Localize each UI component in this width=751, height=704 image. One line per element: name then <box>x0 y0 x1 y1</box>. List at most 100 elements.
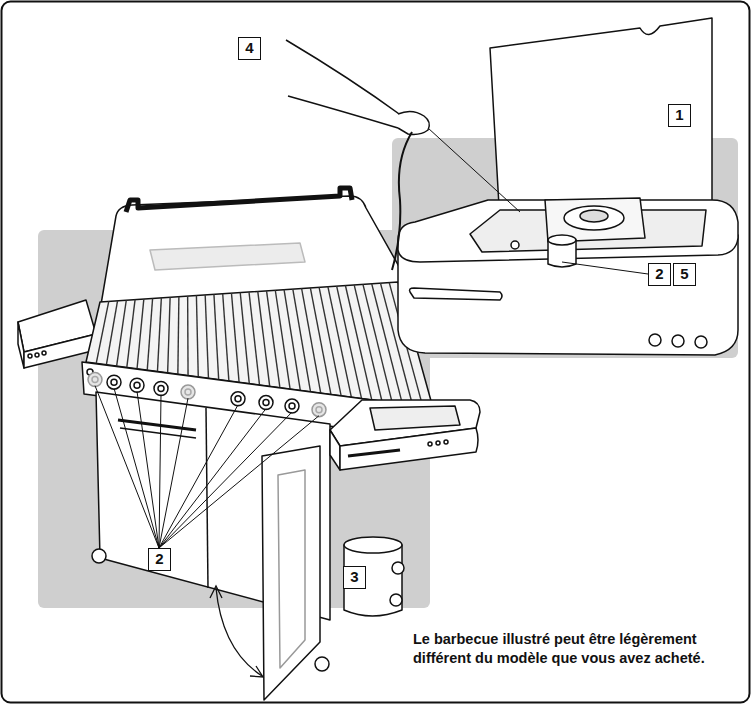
control-knob <box>263 400 269 406</box>
grill <box>315 657 329 671</box>
leader-line <box>159 412 292 548</box>
grate-bar <box>214 294 219 379</box>
leader-line <box>114 388 159 548</box>
grill <box>344 537 402 553</box>
grill <box>126 188 352 212</box>
grate-bar <box>96 301 109 363</box>
side-burner <box>564 206 624 230</box>
grate-bar <box>223 294 229 381</box>
side-burner <box>490 18 712 224</box>
leader-line <box>95 60 680 548</box>
grill <box>340 428 478 470</box>
door-swing-arrow <box>210 586 222 598</box>
leader-line <box>159 409 266 548</box>
leader-line <box>159 416 319 548</box>
grill <box>88 373 326 417</box>
callout-number: 1 <box>668 104 691 127</box>
control-knob <box>231 392 245 406</box>
control-knob <box>316 407 322 413</box>
grill <box>390 594 402 606</box>
door-swing-arrow <box>250 666 263 677</box>
grill <box>120 428 196 438</box>
grill <box>28 354 32 358</box>
grill <box>330 430 340 470</box>
side-burner <box>511 241 519 249</box>
grill <box>278 470 305 668</box>
control-knob <box>259 396 273 410</box>
grill <box>262 446 320 700</box>
control-knob <box>111 379 117 385</box>
grill <box>150 243 305 270</box>
side-burner <box>649 334 661 346</box>
callout-number: 4 <box>238 37 261 60</box>
callout-number: 5 <box>673 263 696 286</box>
door-swing-arrow <box>210 586 263 677</box>
door-swing-arrow <box>216 588 262 676</box>
leader-line <box>137 391 159 548</box>
control-knob <box>289 403 295 409</box>
callout-number: 2 <box>148 548 171 571</box>
grate-bar <box>117 300 127 366</box>
grill <box>428 442 432 446</box>
leader-line <box>159 405 238 548</box>
grill <box>392 562 404 574</box>
control-knob <box>185 389 191 395</box>
control-knob <box>154 381 168 395</box>
grate-bar <box>106 301 117 365</box>
control-knob <box>158 385 164 391</box>
grill <box>436 441 440 445</box>
grate-bar <box>284 290 300 391</box>
side-burner <box>398 18 738 355</box>
grate-bar <box>178 297 179 374</box>
grate-bar <box>363 284 392 402</box>
side-burner <box>410 288 503 300</box>
leader-line <box>250 60 300 80</box>
grate-bar <box>205 295 208 378</box>
grate-bar <box>249 292 260 385</box>
leader-line <box>95 386 159 548</box>
side-burner <box>548 235 576 245</box>
callout-number: 3 <box>343 566 366 589</box>
grate-bar <box>293 289 311 392</box>
grill <box>370 406 460 430</box>
leader-line <box>159 394 161 548</box>
grill <box>118 420 196 430</box>
grate-bar <box>147 298 152 370</box>
grate-bar <box>240 293 249 384</box>
leader-line <box>562 262 648 274</box>
grate-bar <box>319 287 341 396</box>
side-burner <box>695 336 707 348</box>
grill <box>42 351 46 355</box>
grate-bar <box>187 296 189 375</box>
control-knob <box>235 396 241 402</box>
note-text: Le barbecue illustré peut être légèremen… <box>413 630 725 668</box>
side-burner <box>672 335 684 347</box>
grill <box>18 322 24 368</box>
control-knob <box>107 375 121 389</box>
grill <box>348 450 400 456</box>
control-knob <box>181 385 195 399</box>
leader-line <box>159 398 188 548</box>
grate-bar <box>310 288 331 395</box>
grate-bar <box>302 288 321 393</box>
grate-bar <box>196 296 198 377</box>
hand-and-cord <box>428 128 520 212</box>
callout-number: 2 <box>648 263 671 286</box>
control-knob <box>134 382 140 388</box>
grill <box>35 353 39 357</box>
hand-and-cord <box>288 96 398 128</box>
control-knob <box>312 403 326 417</box>
grate-bar <box>157 298 161 372</box>
control-knob <box>92 377 98 383</box>
hand-and-cord <box>286 40 520 270</box>
grate-bar <box>275 290 290 389</box>
hand-and-cord <box>286 40 402 116</box>
hand-and-cord <box>398 111 429 134</box>
grate-bar <box>231 293 239 382</box>
grill <box>92 549 106 563</box>
control-knob <box>88 373 102 387</box>
